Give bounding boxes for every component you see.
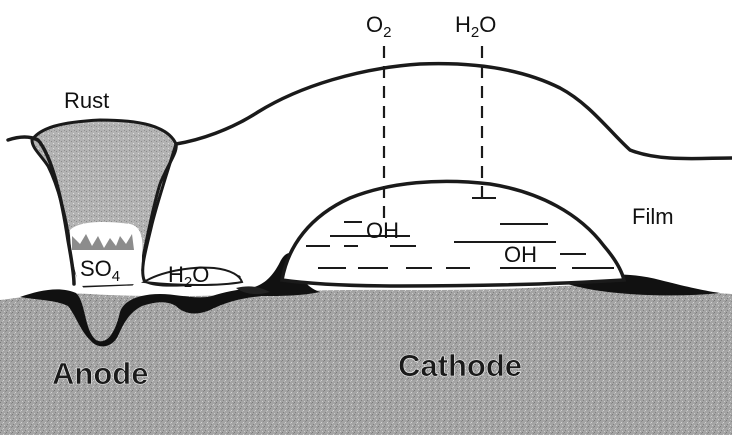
droplet (282, 181, 624, 286)
cathode-label: Cathode (398, 348, 522, 383)
h2o-low-label: H2O (168, 262, 209, 291)
film-label: Film (632, 204, 674, 229)
rust-label: Rust (64, 88, 109, 113)
o2-label: O2 (366, 12, 391, 41)
anode-label: Anode (52, 356, 148, 391)
oh-label-1: OH (366, 218, 399, 243)
oh-label-2: OH (504, 242, 537, 267)
h2o-top-label: H2O (455, 12, 496, 41)
